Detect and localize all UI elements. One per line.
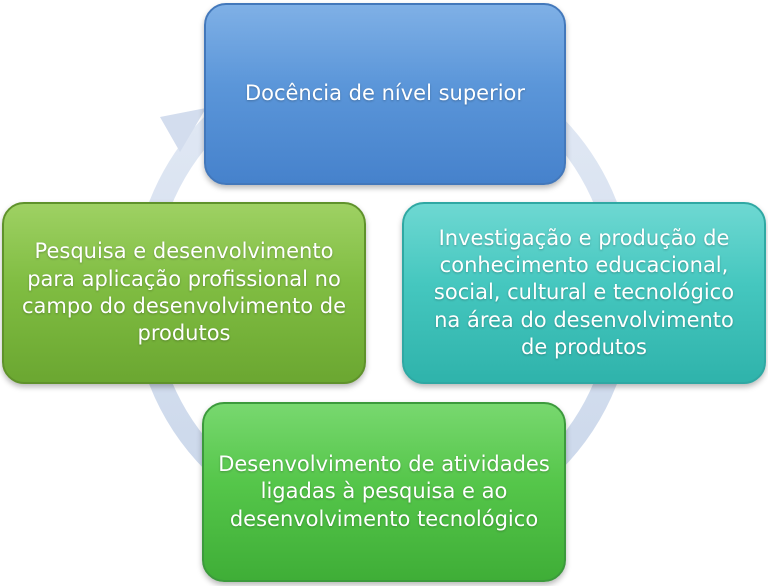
- node-pesquisa-desenvolvimento: Pesquisa e desenvolvimento para aplicaçã…: [2, 202, 366, 384]
- node-docencia: Docência de nível superior: [204, 3, 566, 185]
- node-desenvolvimento-atividades: Desenvolvimento de atividades ligadas à …: [202, 402, 566, 582]
- node-desenvolvimento-atividades-label: Desenvolvimento de atividades ligadas à …: [218, 452, 550, 531]
- node-investigacao: Investigação e produção de conhecimento …: [402, 202, 766, 384]
- node-investigacao-label: Investigação e produção de conhecimento …: [433, 225, 735, 359]
- node-pesquisa-desenvolvimento-label: Pesquisa e desenvolvimento para aplicaçã…: [21, 239, 347, 346]
- node-docencia-label: Docência de nível superior: [244, 81, 526, 106]
- cycle-arrowhead: [160, 108, 206, 152]
